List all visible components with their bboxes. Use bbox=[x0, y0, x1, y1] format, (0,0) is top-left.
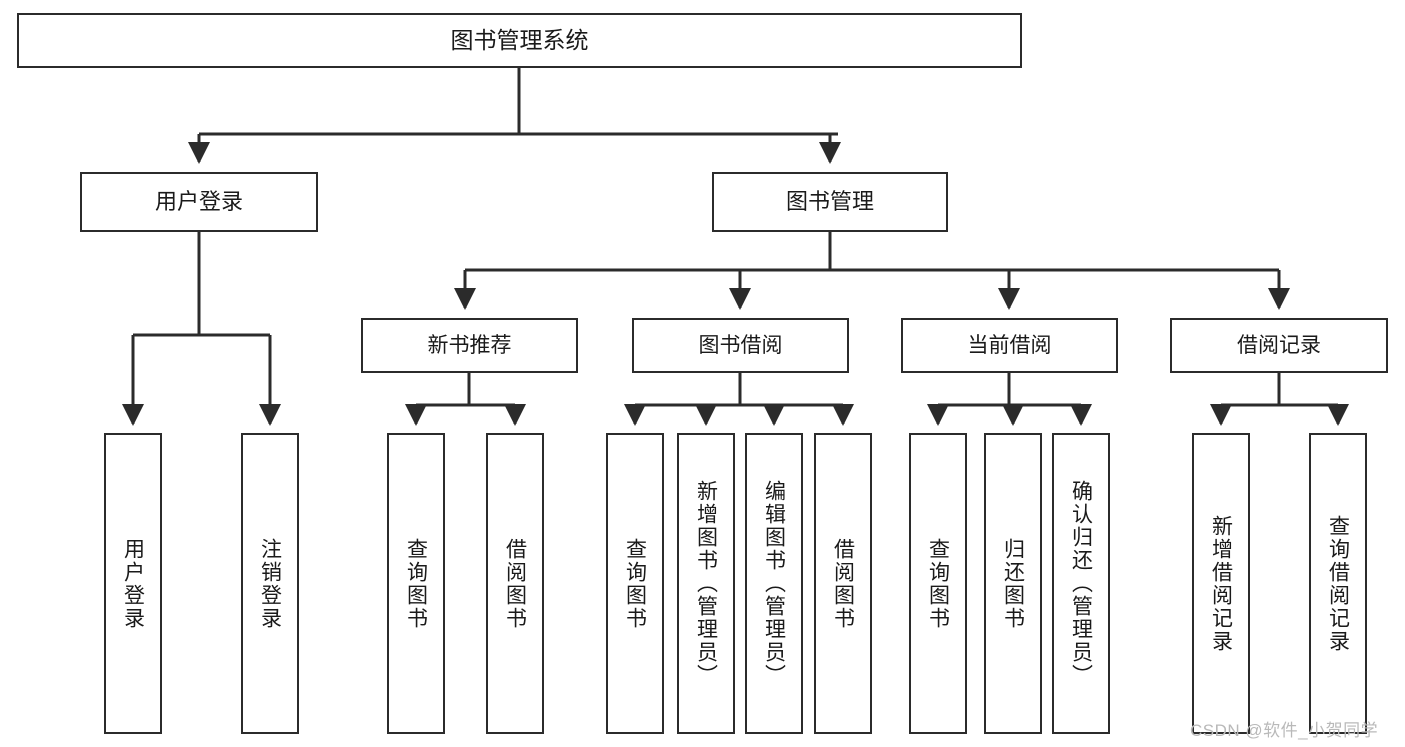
node-user-login[interactable]: 用户登录 bbox=[80, 172, 318, 232]
node-leaf-query-record-label: 查询借阅记录 bbox=[1326, 514, 1350, 653]
node-new-book-rec-label: 新书推荐 bbox=[427, 333, 512, 357]
node-root-label: 图书管理系统 bbox=[450, 26, 589, 53]
node-leaf-query-book-2[interactable]: 查询图书 bbox=[606, 433, 664, 734]
node-current-borrow[interactable]: 当前借阅 bbox=[901, 318, 1118, 373]
node-leaf-confirm-return[interactable]: 确认归还（管理员） bbox=[1052, 433, 1110, 734]
node-new-book-rec[interactable]: 新书推荐 bbox=[361, 318, 578, 373]
node-leaf-return-book-label: 归还图书 bbox=[1001, 537, 1025, 630]
node-leaf-query-book-3[interactable]: 查询图书 bbox=[909, 433, 967, 734]
node-leaf-confirm-return-label: 确认归还（管理员） bbox=[1069, 480, 1093, 687]
node-book-borrow[interactable]: 图书借阅 bbox=[632, 318, 849, 373]
node-leaf-borrow-book-1[interactable]: 借阅图书 bbox=[486, 433, 544, 734]
node-leaf-add-record-label: 新增借阅记录 bbox=[1209, 514, 1233, 653]
node-current-borrow-label: 当前借阅 bbox=[967, 333, 1052, 357]
node-leaf-edit-book-label: 编辑图书（管理员） bbox=[762, 480, 786, 687]
watermark: CSDN @软件_小贺同学 bbox=[1190, 721, 1379, 740]
node-leaf-query-record[interactable]: 查询借阅记录 bbox=[1309, 433, 1367, 734]
node-leaf-query-book-1-label: 查询图书 bbox=[404, 537, 428, 630]
node-leaf-user-login-label: 用户登录 bbox=[121, 537, 145, 630]
node-user-login-label: 用户登录 bbox=[154, 188, 243, 214]
node-book-borrow-label: 图书借阅 bbox=[698, 333, 783, 357]
node-book-manage[interactable]: 图书管理 bbox=[712, 172, 948, 232]
node-leaf-query-book-3-label: 查询图书 bbox=[926, 537, 950, 630]
node-leaf-logout-label: 注销登录 bbox=[258, 537, 282, 630]
node-leaf-return-book[interactable]: 归还图书 bbox=[984, 433, 1042, 734]
node-leaf-add-record[interactable]: 新增借阅记录 bbox=[1192, 433, 1250, 734]
node-leaf-add-book[interactable]: 新增图书（管理员） bbox=[677, 433, 735, 734]
node-leaf-query-book-2-label: 查询图书 bbox=[623, 537, 647, 630]
node-leaf-query-book-1[interactable]: 查询图书 bbox=[387, 433, 445, 734]
node-borrow-record[interactable]: 借阅记录 bbox=[1170, 318, 1388, 373]
node-book-manage-label: 图书管理 bbox=[785, 188, 874, 214]
node-leaf-logout[interactable]: 注销登录 bbox=[241, 433, 299, 734]
node-leaf-add-book-label: 新增图书（管理员） bbox=[694, 480, 718, 687]
node-leaf-borrow-book-2[interactable]: 借阅图书 bbox=[814, 433, 872, 734]
node-leaf-user-login[interactable]: 用户登录 bbox=[104, 433, 162, 734]
node-leaf-borrow-book-2-label: 借阅图书 bbox=[831, 537, 855, 630]
node-leaf-edit-book[interactable]: 编辑图书（管理员） bbox=[745, 433, 803, 734]
node-root[interactable]: 图书管理系统 bbox=[17, 13, 1022, 68]
node-leaf-borrow-book-1-label: 借阅图书 bbox=[503, 537, 527, 630]
node-borrow-record-label: 借阅记录 bbox=[1237, 333, 1321, 357]
